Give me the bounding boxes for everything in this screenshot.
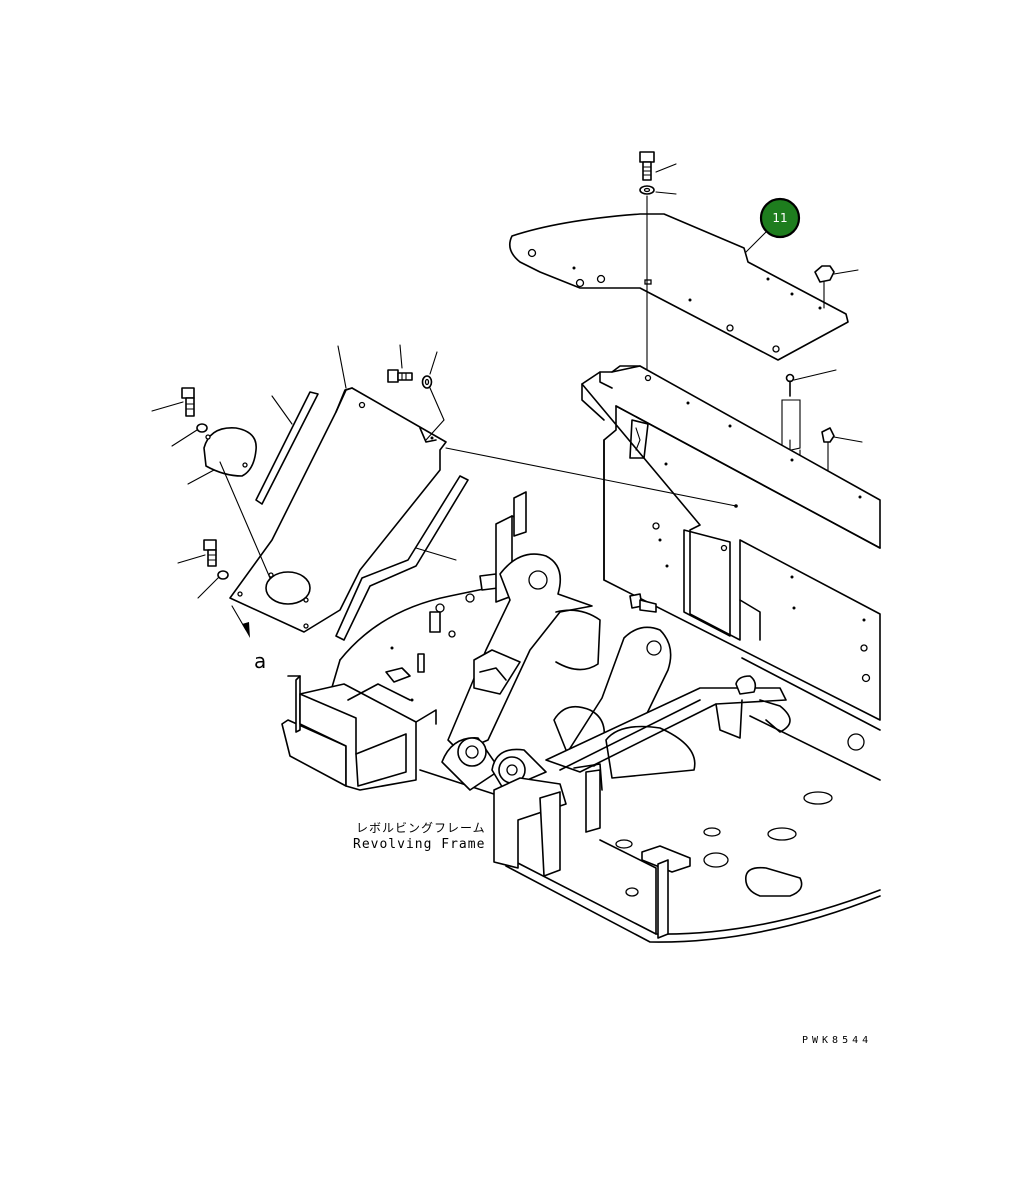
lower-left-bolt xyxy=(177,539,217,567)
clip-fastener-upper xyxy=(814,265,859,309)
drawing-code: PWK8544 xyxy=(802,1035,872,1046)
revolving-frame xyxy=(281,491,881,943)
top-washer xyxy=(639,185,677,195)
side-cover-panel xyxy=(229,345,447,633)
side-bolt xyxy=(387,344,413,383)
part-callout-badge[interactable]: 11 xyxy=(759,197,801,239)
part-callout-number: 11 xyxy=(772,211,787,225)
small-plate-washer xyxy=(171,423,208,447)
frame-label-english: Revolving Frame xyxy=(353,837,485,852)
view-marker-left: a xyxy=(254,649,266,673)
side-washer xyxy=(421,351,445,441)
callout-leader xyxy=(745,231,767,253)
top-bolt xyxy=(639,151,677,181)
leader-line xyxy=(445,447,737,507)
seal-strip-right xyxy=(335,475,469,641)
top-cover-plate xyxy=(509,213,849,361)
seal-strip-left xyxy=(255,391,319,505)
small-plate-bolt xyxy=(151,387,195,417)
lower-left-washer xyxy=(197,570,229,599)
small-cover-plate xyxy=(187,427,271,579)
view-arrow-left xyxy=(231,605,250,638)
frame-label-japanese: レボルビングフレーム xyxy=(356,821,486,835)
rear-box-structure xyxy=(581,365,881,721)
